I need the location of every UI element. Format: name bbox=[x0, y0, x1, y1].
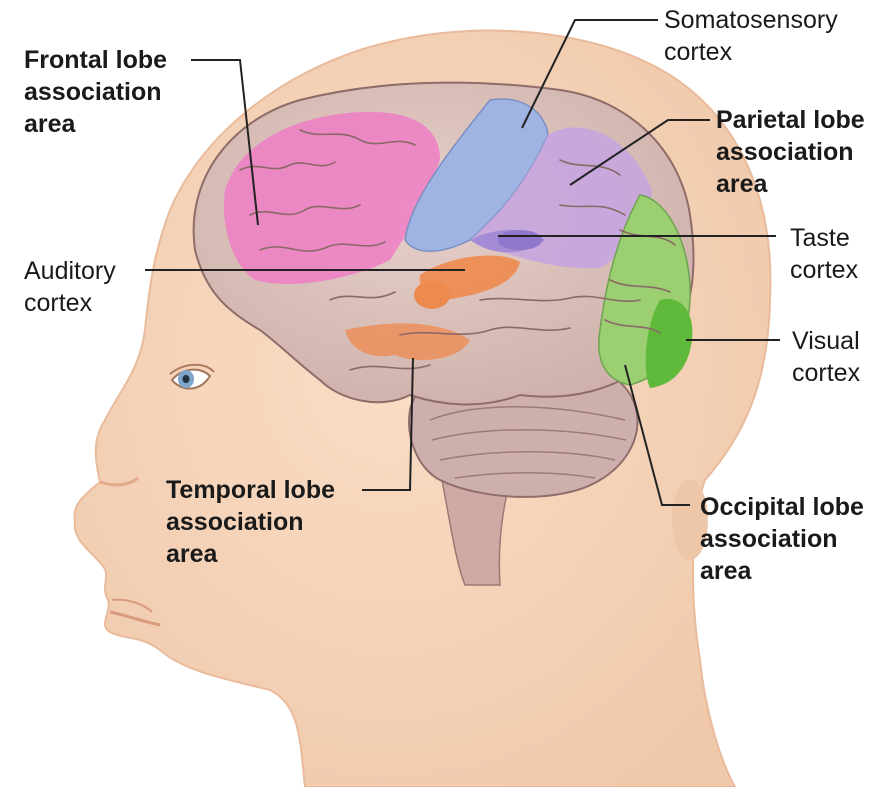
label-visual-line-2: cortex bbox=[792, 357, 860, 389]
label-frontal-lobe: Frontal lobe association area bbox=[24, 44, 167, 140]
label-somatosensory-line-2: cortex bbox=[664, 36, 838, 68]
label-somatosensory-line-1: Somatosensory bbox=[664, 4, 838, 36]
label-visual-line-1: Visual bbox=[792, 325, 860, 357]
label-occipital-line-1: Occipital lobe bbox=[700, 491, 864, 523]
label-occipital-line-2: association bbox=[700, 523, 864, 555]
label-temporal-line-1: Temporal lobe bbox=[166, 474, 335, 506]
label-taste-line-1: Taste bbox=[790, 222, 858, 254]
label-parietal-line-2: association bbox=[716, 136, 865, 168]
label-temporal-lobe: Temporal lobe association area bbox=[166, 474, 335, 570]
taste-region bbox=[498, 230, 542, 250]
label-frontal-line-3: area bbox=[24, 108, 167, 140]
label-auditory-line-1: Auditory bbox=[24, 255, 116, 287]
auditory-spot bbox=[414, 281, 450, 309]
label-taste-line-2: cortex bbox=[790, 254, 858, 286]
label-taste-cortex: Taste cortex bbox=[790, 222, 858, 286]
label-frontal-line-2: association bbox=[24, 76, 167, 108]
label-occipital-lobe: Occipital lobe association area bbox=[700, 491, 864, 587]
label-parietal-lobe: Parietal lobe association area bbox=[716, 104, 865, 200]
label-occipital-line-3: area bbox=[700, 555, 864, 587]
label-temporal-line-3: area bbox=[166, 538, 335, 570]
label-frontal-line-1: Frontal lobe bbox=[24, 44, 167, 76]
label-temporal-line-2: association bbox=[166, 506, 335, 538]
label-somatosensory-cortex: Somatosensory cortex bbox=[664, 4, 838, 68]
label-auditory-line-2: cortex bbox=[24, 287, 116, 319]
label-visual-cortex: Visual cortex bbox=[792, 325, 860, 389]
label-auditory-cortex: Auditory cortex bbox=[24, 255, 116, 319]
label-parietal-line-3: area bbox=[716, 168, 865, 200]
label-parietal-line-1: Parietal lobe bbox=[716, 104, 865, 136]
